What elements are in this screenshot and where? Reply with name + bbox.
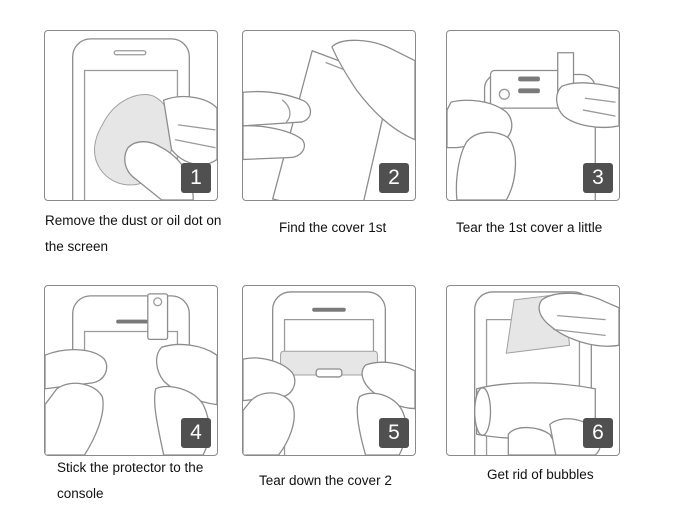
caption-line: Get rid of bubbles [487, 467, 594, 482]
step-3-caption: Tear the 1st cover a little [456, 215, 602, 241]
caption-line: console [57, 486, 104, 501]
remove-bubbles-illustration [474, 291, 619, 455]
step-4-panel: 4 [44, 285, 218, 456]
step-1-caption: Remove the dust or oil dot on the screen [45, 208, 221, 260]
tear-cover-illustration [447, 52, 619, 200]
caption-line: the screen [45, 239, 109, 254]
step-6-panel: 6 [446, 285, 620, 456]
step-2-caption: Find the cover 1st [279, 215, 386, 241]
step-6-caption: Get rid of bubbles [487, 462, 594, 488]
step-number-badge: 6 [583, 418, 613, 448]
step-number-badge: 5 [379, 418, 409, 448]
caption-line: Tear down the cover 2 [259, 473, 392, 488]
step-1-panel: 1 [44, 30, 218, 201]
step-5-caption: Tear down the cover 2 [259, 468, 392, 494]
step-2-panel: 2 [242, 30, 416, 201]
caption-line: Remove the dust or oil dot on [45, 213, 222, 228]
tear-down-cover-illustration [243, 291, 415, 455]
step-5-panel: 5 [242, 285, 416, 456]
phone-cleaning-illustration [72, 38, 217, 200]
caption-line: Tear the 1st cover a little [456, 220, 603, 235]
caption-line: Find the cover 1st [279, 220, 387, 235]
step-number-badge: 2 [379, 163, 409, 193]
step-3-panel: 3 [446, 30, 620, 201]
step-number-badge: 3 [583, 163, 613, 193]
step-number-badge: 1 [181, 163, 211, 193]
step-number-badge: 4 [181, 418, 211, 448]
cover-film-illustration [243, 39, 415, 200]
step-4-caption: Stick the protector to the console [57, 455, 203, 507]
caption-line: Stick the protector to the [57, 460, 204, 475]
